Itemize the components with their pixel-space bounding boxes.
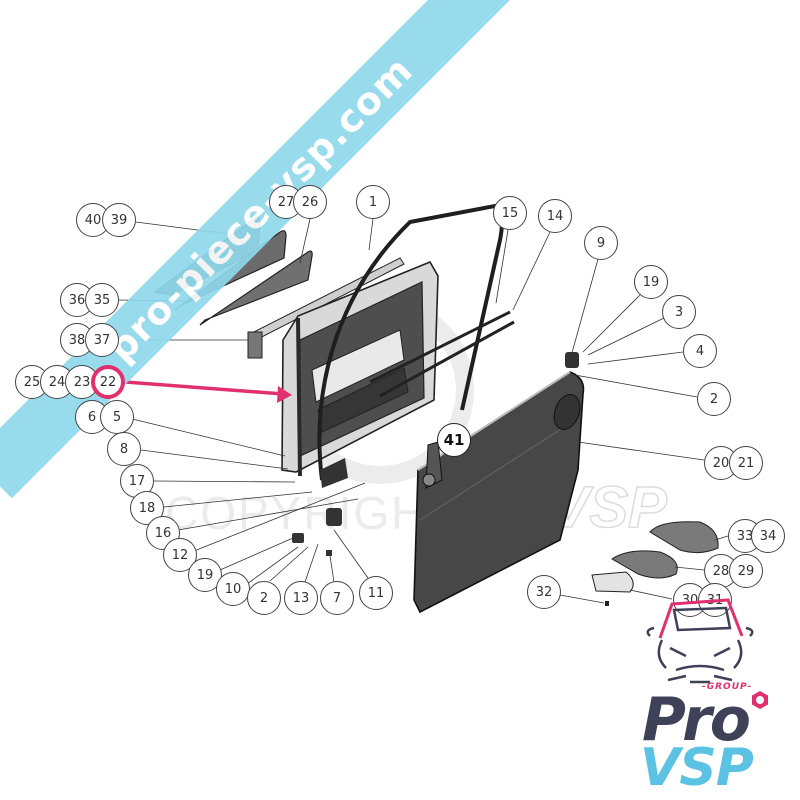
part-callout-21: 21: [729, 446, 763, 480]
part-callout-22: 22: [91, 365, 125, 399]
part-callout-2: 2: [697, 382, 731, 416]
logo-vsp-text: VSP: [640, 738, 754, 798]
part-callout-4: 4: [683, 334, 717, 368]
car-outline-icon: [646, 598, 754, 684]
part-callout-15: 15: [493, 196, 527, 230]
part-callout-1: 1: [356, 185, 390, 219]
logo-tagline: -GROUP-: [702, 682, 753, 692]
glass-panel-26: [199, 250, 313, 326]
part-callout-32: 32: [527, 575, 561, 609]
part-callout-17: 17: [120, 464, 154, 498]
part-callout-37: 37: [85, 323, 119, 357]
logo-pro-text: Pro: [642, 685, 751, 755]
part-callout-19: 19: [634, 265, 668, 299]
copyright-watermark: COPYRIGHT: [165, 487, 457, 539]
part-callout-34: 34: [751, 519, 785, 553]
part-callout-3: 3: [662, 295, 696, 329]
part-callout-8: 8: [107, 432, 141, 466]
part-callout-13: 13: [284, 581, 318, 615]
part-callout-39: 39: [102, 203, 136, 237]
part-callout-7: 7: [320, 581, 354, 615]
part-callout-26: 26: [293, 185, 327, 219]
highlight-arrowhead-icon: [277, 386, 292, 403]
highlight-arrow-line: [124, 380, 284, 396]
part-callout-14: 14: [538, 199, 572, 233]
part-callout-10: 10: [216, 572, 250, 606]
part-callout-35: 35: [85, 283, 119, 317]
part-callout-16: 16: [146, 516, 180, 550]
part-callout-5: 5: [100, 400, 134, 434]
part-callout-29: 29: [729, 554, 763, 588]
hex-nut-icon: [752, 691, 768, 709]
part-callout-2: 2: [247, 581, 281, 615]
part-callout-9: 9: [584, 226, 618, 260]
part-callout-23: 23: [65, 365, 99, 399]
outer-door-shell: [413, 371, 585, 614]
part-callout-41: 41: [437, 423, 471, 457]
pro-vsp-logo: -GROUP- Pro VSP: [620, 590, 780, 798]
part-callout-11: 11: [359, 576, 393, 610]
